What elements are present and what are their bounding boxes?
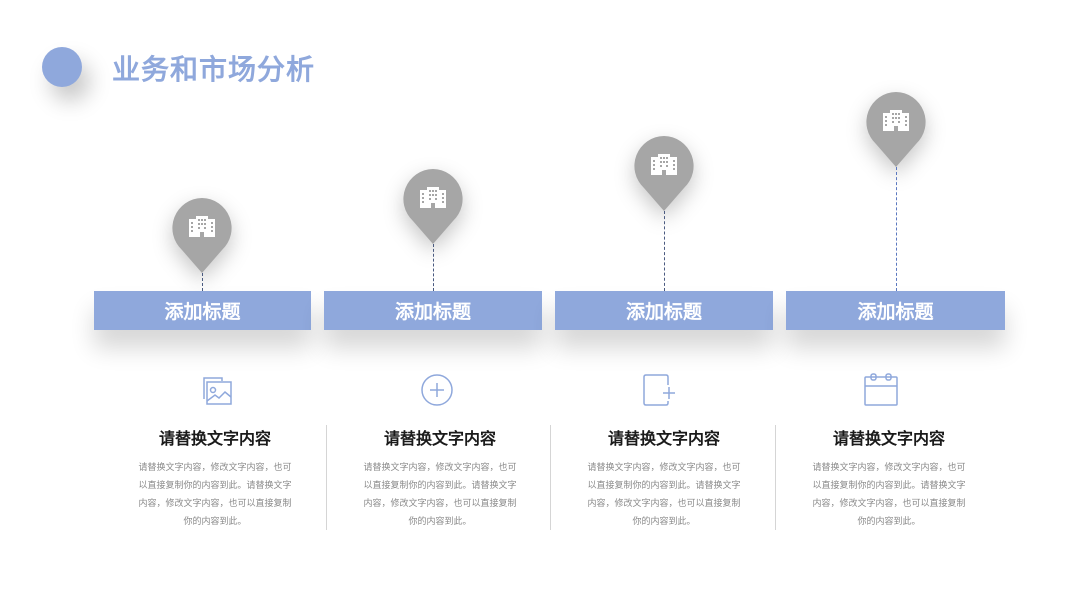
step-title-bar[interactable]: 添加标题 [555, 291, 773, 330]
dashed-connector [433, 244, 434, 291]
building-icon [403, 169, 463, 244]
divider [326, 425, 327, 530]
bar-label: 添加标题 [625, 301, 702, 323]
map-pin [402, 168, 464, 248]
map-pin [633, 135, 695, 215]
card-title: 请替换文字内容 [607, 429, 720, 448]
page-title: 业务和市场分析 [112, 53, 316, 86]
building-icon [634, 136, 694, 211]
title-dot [42, 47, 82, 87]
dashed-connector [202, 273, 203, 291]
divider [775, 425, 776, 530]
bar-label: 添加标题 [857, 301, 934, 323]
map-pin [171, 197, 233, 277]
building-icon [172, 198, 232, 273]
image-icon [198, 373, 234, 409]
card-body: 请替换文字内容，修改文字内容，也可以直接复制你的内容到此。请替换文字内容，修改文… [812, 463, 966, 527]
building-icon [866, 92, 926, 167]
add-page-icon [641, 371, 677, 407]
bar-label: 添加标题 [394, 301, 471, 323]
calendar-icon [863, 371, 899, 407]
dashed-connector [896, 167, 897, 291]
dashed-connector [664, 211, 665, 291]
map-pin [865, 91, 927, 171]
step-title-bar[interactable]: 添加标题 [94, 291, 311, 330]
card-title: 请替换文字内容 [383, 429, 496, 448]
card-body: 请替换文字内容，修改文字内容，也可以直接复制你的内容到此。请替换文字内容，修改文… [138, 463, 292, 527]
plus-circle-icon [419, 371, 455, 407]
card-title: 请替换文字内容 [832, 429, 945, 448]
step-title-bar[interactable]: 添加标题 [786, 291, 1005, 330]
step-title-bar[interactable]: 添加标题 [324, 291, 542, 330]
bar-label: 添加标题 [164, 301, 241, 323]
card-body: 请替换文字内容，修改文字内容，也可以直接复制你的内容到此。请替换文字内容，修改文… [587, 463, 741, 527]
card-title: 请替换文字内容 [158, 429, 271, 448]
card-body: 请替换文字内容，修改文字内容，也可以直接复制你的内容到此。请替换文字内容，修改文… [363, 463, 517, 527]
divider [550, 425, 551, 530]
